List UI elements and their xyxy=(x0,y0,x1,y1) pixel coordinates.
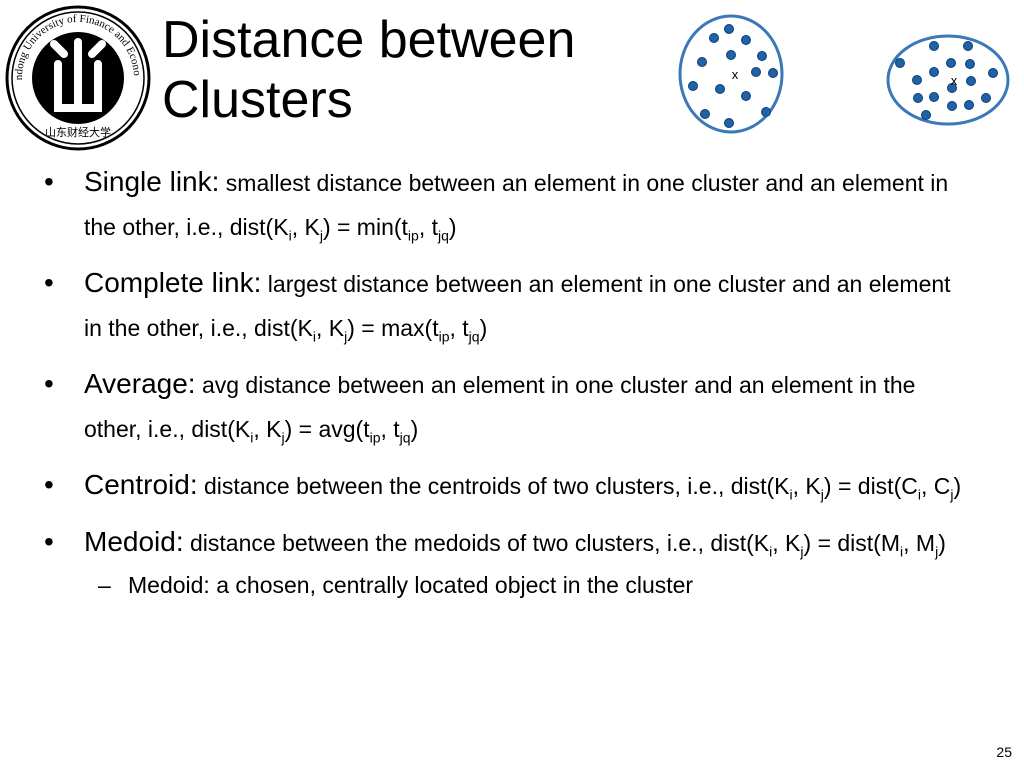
subscript: i xyxy=(288,227,292,244)
subscript: i xyxy=(250,429,254,446)
subscript: j xyxy=(319,227,323,244)
bullet-text: , K xyxy=(291,214,320,240)
bullet-text: , M xyxy=(903,530,936,556)
bullet-term: Single link: xyxy=(84,166,220,197)
bullet-text: ) = avg(t xyxy=(284,416,370,442)
university-logo: Shandong University of Finance and Econo… xyxy=(4,4,151,151)
bullet-text: , K xyxy=(792,473,821,499)
bullet-text: distance between the centroids of two cl… xyxy=(204,473,790,499)
bullet-text: , K xyxy=(772,530,801,556)
bullet-text: ) xyxy=(479,315,488,341)
page-number: 25 xyxy=(996,744,1012,760)
bullet-complete-link: • Complete link: largest distance betwee… xyxy=(40,261,970,350)
subscript: j xyxy=(281,429,285,446)
bullet-text: , t xyxy=(449,315,469,341)
subscript: i xyxy=(312,328,316,345)
bullet-dot-icon: • xyxy=(44,267,54,298)
subscript: j xyxy=(935,543,939,560)
bullet-average: • Average: avg distance between an eleme… xyxy=(40,362,970,451)
slide-title: Distance between Clusters xyxy=(162,10,575,130)
sub-bullet-list: – Medoid: a chosen, centrally located ob… xyxy=(84,565,970,605)
title-line-1: Distance between xyxy=(162,11,576,69)
subscript: ip xyxy=(438,328,450,345)
bullet-text: largest distance between an element in o… xyxy=(84,271,951,341)
subscript: i xyxy=(917,486,921,503)
bullet-text: ) = dist(M xyxy=(803,530,900,556)
bullet-text: , K xyxy=(253,416,282,442)
sub-bullet-medoid-definition: – Medoid: a chosen, centrally located ob… xyxy=(84,565,970,605)
bullet-text: ) = max(t xyxy=(347,315,439,341)
logo-chinese-text: 山东财经大学 xyxy=(45,125,111,139)
bullet-dot-icon: • xyxy=(44,469,54,500)
subscript: j xyxy=(800,543,804,560)
bullet-text: ) xyxy=(410,416,419,442)
cluster-left-centroid-marker: x xyxy=(732,67,739,82)
title-line-2: Clusters xyxy=(162,71,353,129)
subscript: jq xyxy=(438,227,449,244)
subscript: i xyxy=(769,543,773,560)
bullet-text: ) xyxy=(953,473,962,499)
subscript: j xyxy=(344,328,348,345)
bullet-centroid: • Centroid: distance between the centroi… xyxy=(40,463,970,508)
bullet-single-link: • Single link: smallest distance between… xyxy=(40,160,970,249)
cluster-left: x xyxy=(678,14,784,134)
dash-icon: – xyxy=(98,572,111,598)
bullet-dot-icon: • xyxy=(44,526,54,557)
bullet-medoid: • Medoid: distance between the medoids o… xyxy=(40,520,970,605)
bullet-term: Complete link: xyxy=(84,267,262,298)
bullet-text: ) xyxy=(448,214,457,240)
cluster-right-centroid-marker: x xyxy=(951,73,958,88)
subscript: jq xyxy=(468,328,480,345)
bullet-text: ) = min(t xyxy=(322,214,408,240)
bullet-term: Centroid: xyxy=(84,469,198,500)
bullet-dot-icon: • xyxy=(44,166,54,197)
bullet-text: , t xyxy=(418,214,438,240)
bullet-term: Medoid: xyxy=(84,526,184,557)
bullet-list: • Single link: smallest distance between… xyxy=(40,160,970,617)
bullet-text: smallest distance between an element in … xyxy=(84,170,949,240)
subscript: j xyxy=(820,486,824,503)
subscript: i xyxy=(789,486,793,503)
bullet-text: , C xyxy=(920,473,951,499)
cluster-right: x xyxy=(886,34,1010,126)
bullet-text: ) = dist(C xyxy=(823,473,918,499)
bullet-text: , t xyxy=(380,416,400,442)
bullet-text: distance between the medoids of two clus… xyxy=(190,530,770,556)
subscript: jq xyxy=(399,429,411,446)
subscript: j xyxy=(950,486,954,503)
subscript: i xyxy=(900,543,904,560)
sub-bullet-text: Medoid: a chosen, centrally located obje… xyxy=(128,572,694,598)
bullet-text: avg distance between an element in one c… xyxy=(84,372,916,442)
subscript: ip xyxy=(407,227,419,244)
bullet-text: ) xyxy=(938,530,946,556)
bullet-dot-icon: • xyxy=(44,368,54,399)
subscript: ip xyxy=(369,429,381,446)
bullet-term: Average: xyxy=(84,368,196,399)
bullet-text: , K xyxy=(315,315,345,341)
